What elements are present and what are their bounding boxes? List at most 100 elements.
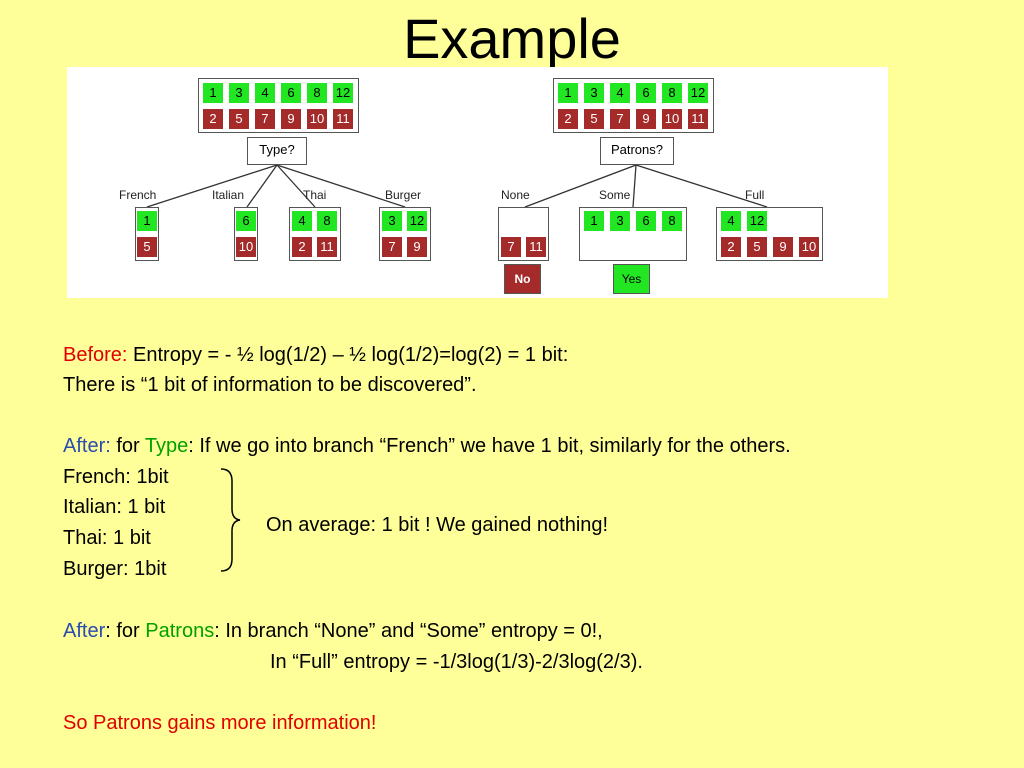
branch-label-burger: Burger xyxy=(385,188,422,202)
example-cell: 3 xyxy=(584,83,604,103)
example-cell: 11 xyxy=(688,109,708,129)
after-patrons-line: After: for Patrons: In branch “None” and… xyxy=(63,616,603,646)
example-cell: 2 xyxy=(203,109,223,129)
some-node: 1 3 6 8 xyxy=(579,207,687,261)
example-cell: 9 xyxy=(281,109,301,129)
right-root-node: 1 3 4 6 8 12 2 5 7 9 10 11 xyxy=(553,78,714,133)
edge-italian xyxy=(246,164,278,208)
type-word: Type xyxy=(144,435,189,457)
edge-full xyxy=(635,164,768,208)
example-cell: 8 xyxy=(317,211,337,231)
example-cell: 5 xyxy=(584,109,604,129)
french-line: French: 1bit xyxy=(63,466,169,488)
leaf-no: No xyxy=(504,264,541,294)
burger-line: Burger: 1bit xyxy=(63,558,167,580)
slide-title: Example xyxy=(403,7,621,70)
full-entropy-line: In “Full” entropy = -1/3log(1/3)-2/3log(… xyxy=(270,651,643,673)
example-cell: 7 xyxy=(255,109,275,129)
edge-burger xyxy=(276,164,406,208)
example-cell: 5 xyxy=(747,237,767,257)
branch-label-italian: Italian xyxy=(212,188,245,202)
example-cell: 9 xyxy=(636,109,656,129)
example-cell: 8 xyxy=(662,83,682,103)
branch-label-none: None xyxy=(501,188,530,202)
after-label: After: xyxy=(63,435,111,457)
example-cell: 9 xyxy=(773,237,793,257)
leaf-yes: Yes xyxy=(613,264,650,294)
example-cell: 11 xyxy=(317,237,337,257)
example-cell: 11 xyxy=(526,237,546,257)
example-cell: 6 xyxy=(236,211,256,231)
example-cell: 5 xyxy=(229,109,249,129)
curly-brace xyxy=(220,468,241,572)
patrons-word: Patrons xyxy=(145,620,215,642)
italian-line: Italian: 1 bit xyxy=(63,496,166,518)
example-cell: 2 xyxy=(558,109,578,129)
edge-none xyxy=(524,164,637,208)
edge-thai xyxy=(276,164,316,208)
example-cell: 10 xyxy=(799,237,819,257)
none-node: 7 11 xyxy=(498,207,549,261)
example-cell: 7 xyxy=(501,237,521,257)
thai-line: Thai: 1 bit xyxy=(63,527,151,549)
example-cell: 2 xyxy=(292,237,312,257)
example-cell: 10 xyxy=(236,237,256,257)
example-cell: 9 xyxy=(407,237,427,257)
branch-label-french: French xyxy=(119,188,157,202)
example-cell: 8 xyxy=(307,83,327,103)
example-cell: 12 xyxy=(747,211,767,231)
example-cell: 1 xyxy=(584,211,604,231)
after-type-line: After: for Type: If we go into branch “F… xyxy=(63,431,791,461)
example-cell: 3 xyxy=(610,211,630,231)
conclusion-line: So Patrons gains more information! xyxy=(63,712,377,734)
branch-label-full: Full xyxy=(745,188,765,202)
thai-node: 4 8 2 11 xyxy=(289,207,341,261)
example-cell: 12 xyxy=(333,83,353,103)
example-cell: 7 xyxy=(610,109,630,129)
after-type-rest: : If we go into branch “French” we have … xyxy=(188,435,791,457)
before-label: Before: xyxy=(63,344,128,366)
example-cell: 1 xyxy=(558,83,578,103)
example-cell: 11 xyxy=(333,109,353,129)
example-cell: 10 xyxy=(307,109,327,129)
example-cell: 6 xyxy=(636,211,656,231)
example-cell: 4 xyxy=(721,211,741,231)
example-cell: 6 xyxy=(636,83,656,103)
branch-label-some: Some xyxy=(599,188,631,202)
example-cell: 12 xyxy=(407,211,427,231)
full-node: 4 12 2 5 9 10 xyxy=(716,207,823,261)
example-cell: 4 xyxy=(255,83,275,103)
example-cell: 1 xyxy=(137,211,157,231)
example-cell: 2 xyxy=(721,237,741,257)
decision-tree-figure: 1 3 4 6 8 12 2 5 7 9 10 11 Type? French … xyxy=(67,67,888,298)
french-node: 1 5 xyxy=(135,207,159,261)
left-root-node: 1 3 4 6 8 12 2 5 7 9 10 11 xyxy=(198,78,359,133)
example-cell: 1 xyxy=(203,83,223,103)
branch-label-thai: Thai xyxy=(303,188,327,202)
edge-french xyxy=(146,164,278,208)
example-cell: 8 xyxy=(662,211,682,231)
burger-node: 3 12 7 9 xyxy=(379,207,431,261)
example-cell: 3 xyxy=(229,83,249,103)
example-cell: 3 xyxy=(382,211,402,231)
example-cell: 4 xyxy=(610,83,630,103)
after-patrons-rest: : In branch “None” and “Some” entropy = … xyxy=(214,620,603,642)
example-cell: 12 xyxy=(688,83,708,103)
italian-node: 6 10 xyxy=(234,207,258,261)
after-label-2: After xyxy=(63,620,106,642)
before-line: Before: Entropy = - ½ log(1/2) – ½ log(1… xyxy=(63,340,568,370)
tree-connectors xyxy=(146,164,768,208)
after-for: for xyxy=(110,435,145,457)
after-for-2: : for xyxy=(105,620,146,642)
average-note: On average: 1 bit ! We gained nothing! xyxy=(266,514,609,536)
type-question-node: Type? xyxy=(247,137,307,165)
before-line-2: There is “1 bit of information to be dis… xyxy=(63,374,477,396)
example-cell: 7 xyxy=(382,237,402,257)
edge-some xyxy=(632,164,637,208)
example-cell: 4 xyxy=(292,211,312,231)
before-formula: Entropy = - ½ log(1/2) – ½ log(1/2)=log(… xyxy=(127,344,569,366)
example-cell: 5 xyxy=(137,237,157,257)
example-cell: 6 xyxy=(281,83,301,103)
patrons-question-node: Patrons? xyxy=(600,137,674,165)
example-cell: 10 xyxy=(662,109,682,129)
